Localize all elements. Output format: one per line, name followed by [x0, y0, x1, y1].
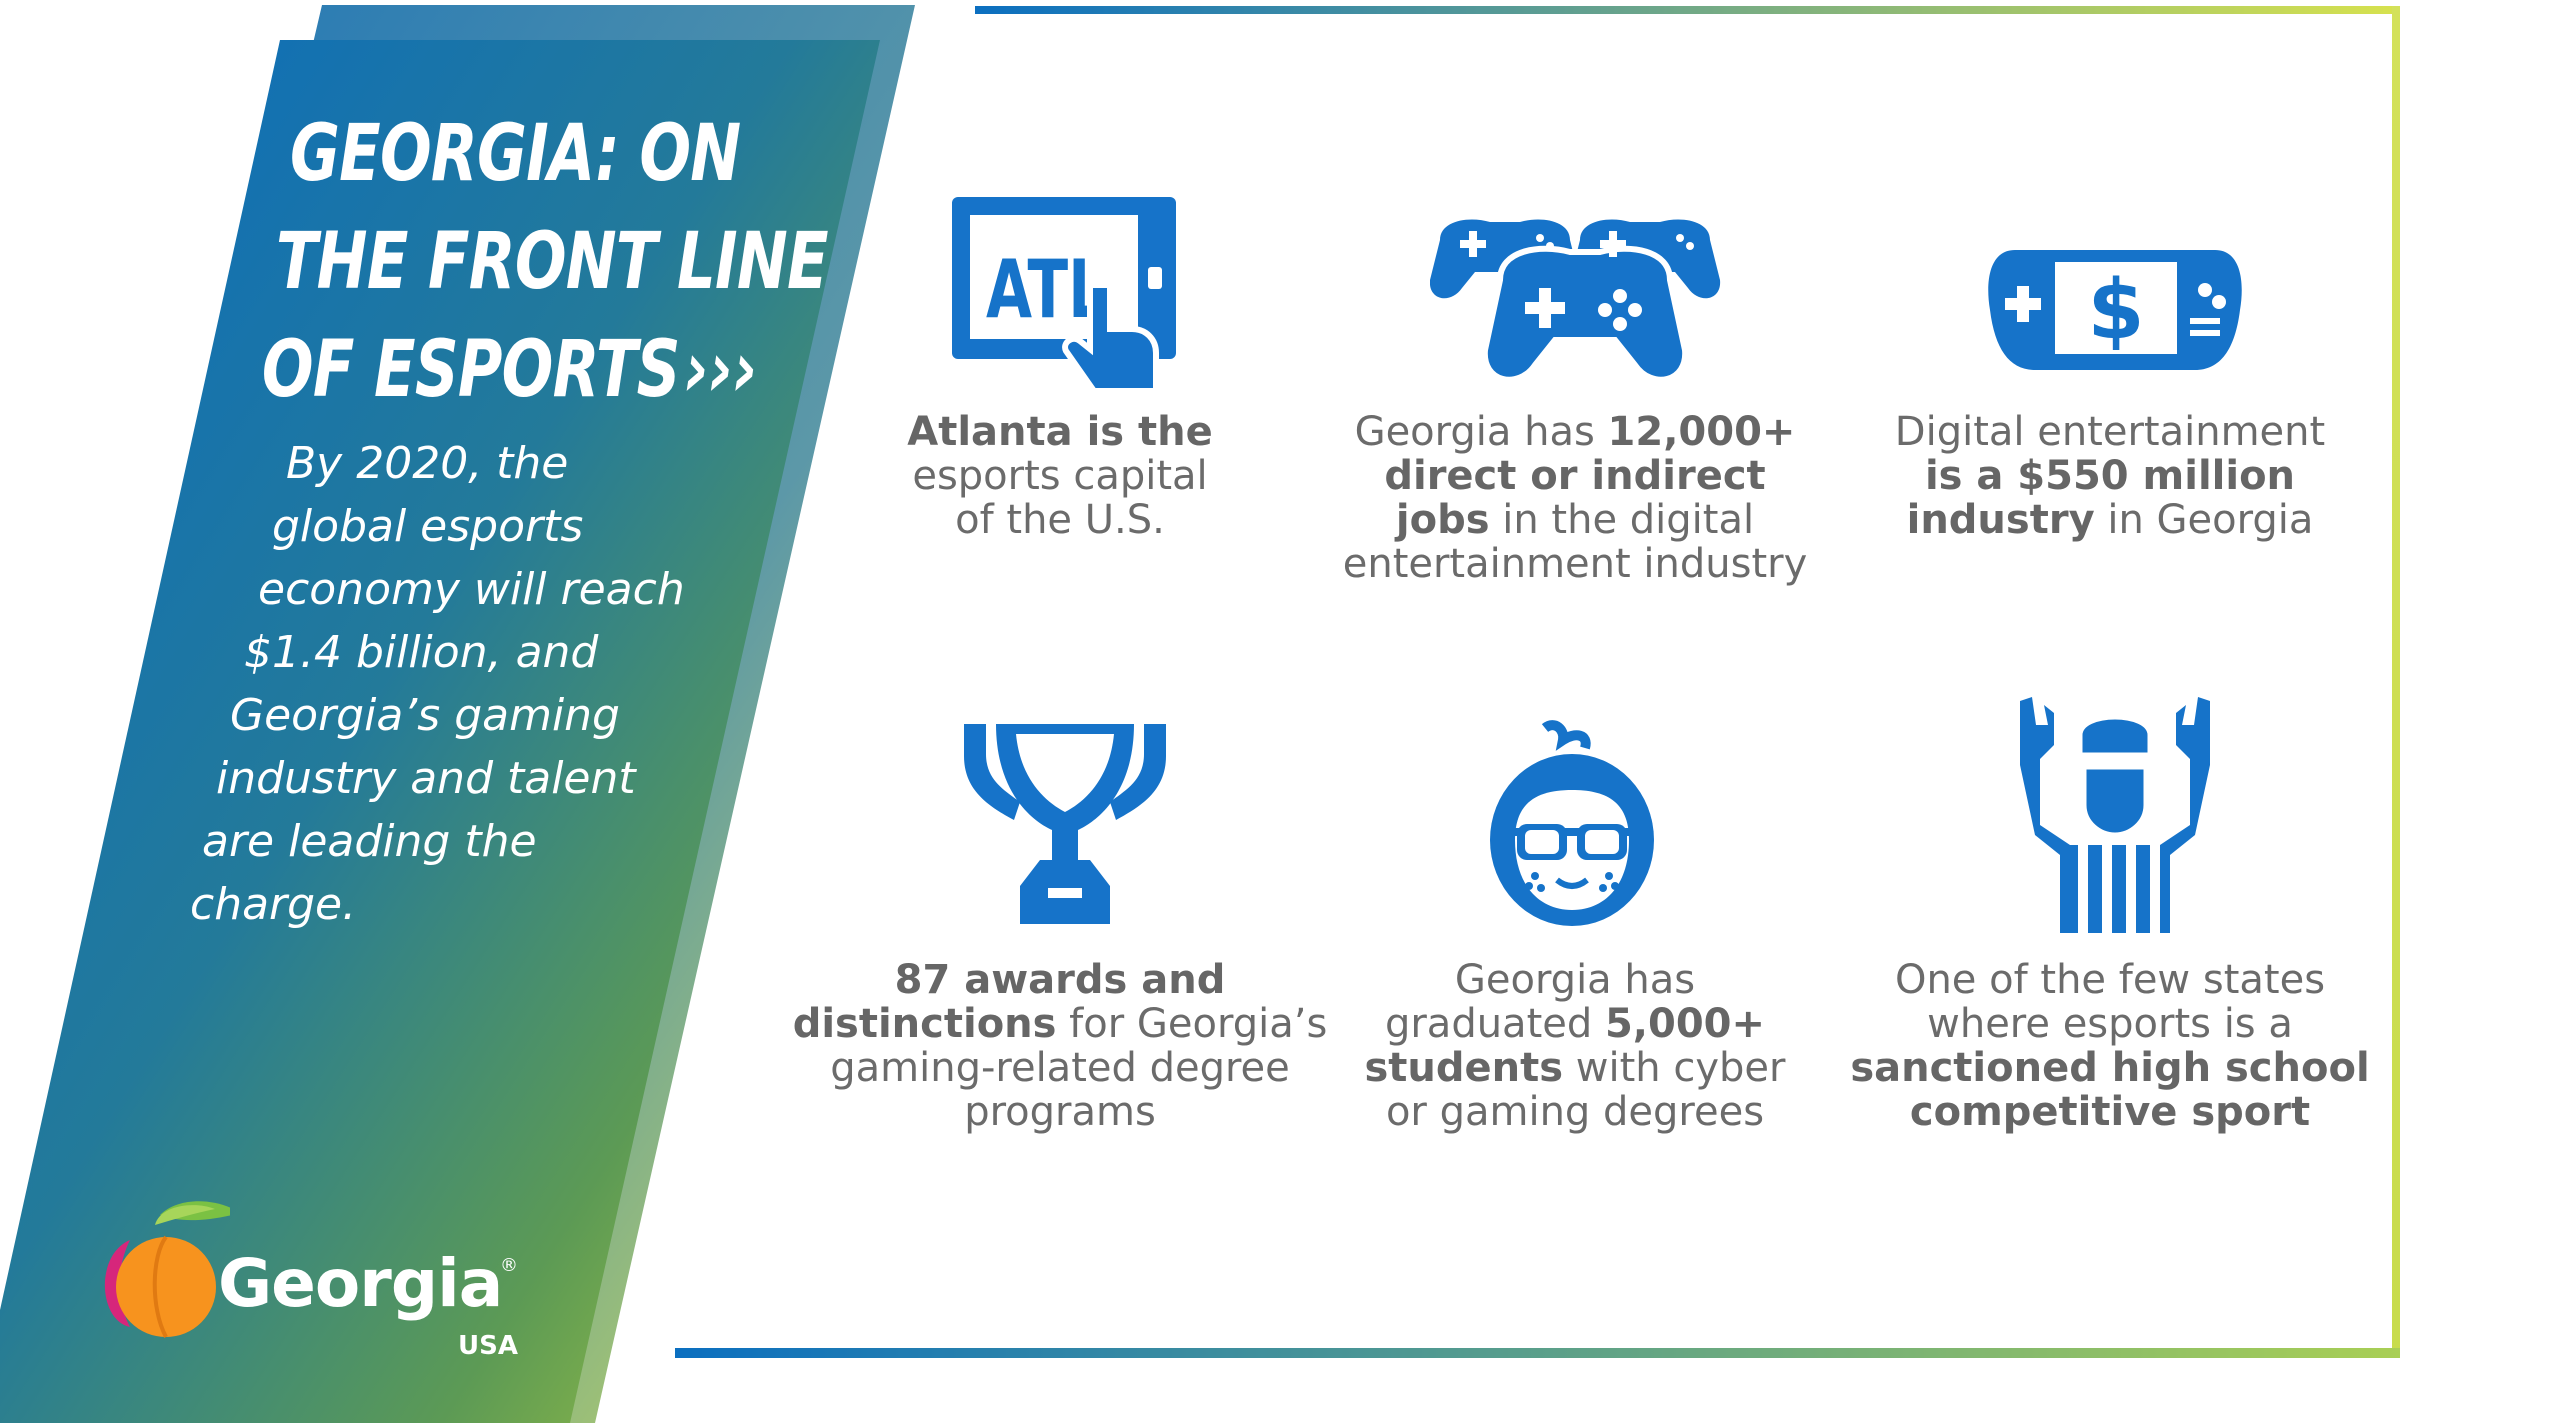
game-controllers-icon [1430, 219, 1721, 383]
stat-text: with cyber [1563, 1045, 1786, 1091]
trophy-icon [964, 724, 1166, 924]
stat-text: Georgia has [1454, 957, 1696, 1003]
stat-text: 5,000+ [1604, 1001, 1766, 1047]
stat-text: direct or indirect [1384, 453, 1766, 499]
stat-text: where esports is a [1927, 1001, 2293, 1047]
stat-text: of the U.S. [955, 497, 1165, 543]
title-line-3: OF ESPORTS [261, 325, 681, 415]
stat-text: students [1364, 1045, 1564, 1091]
stat-text: 87 awards and [894, 957, 1226, 1003]
stat-text: graduated [1384, 1001, 1605, 1047]
intro-line: charge. [190, 879, 357, 930]
stat-text: Digital entertainment [1894, 409, 2326, 455]
logo-registered-mark: ® [500, 1255, 518, 1276]
stat-high-school: One of the few states where esports is a… [1810, 958, 2410, 1134]
stat-text: entertainment industry [1342, 541, 1808, 587]
stat-text: Georgia has [1354, 409, 1608, 455]
title-line-2: THE FRONT LINE [275, 217, 829, 307]
stat-text: or gaming degrees [1385, 1089, 1765, 1135]
stat-text: is a $550 million [1924, 453, 2296, 499]
stat-text: distinctions [792, 1001, 1057, 1047]
stat-text: Atlanta is the [907, 409, 1213, 455]
stat-text: industry [1906, 497, 2095, 543]
intro-line: global esports [272, 501, 584, 552]
stat-text: for Georgia’s [1056, 1001, 1328, 1047]
handheld-dollar-icon: $ [1988, 250, 2242, 370]
intro-line: Georgia’s gaming [230, 690, 620, 741]
page-title: GEORGIA: ON THE FRONT LINE OF ESPORTS››› [262, 100, 829, 424]
atl-text: ATL [986, 243, 1106, 336]
title-line-1: GEORGIA: ON [290, 109, 741, 199]
stat-text: gaming-related degree [830, 1045, 1290, 1091]
logo-wordmark: Georgia [218, 1245, 503, 1322]
stat-awards: 87 awards and distinctions for Georgia’s… [760, 958, 1360, 1134]
stat-text: programs [964, 1089, 1156, 1135]
intro-line: are leading the [202, 816, 537, 867]
stat-text: sanctioned high school [1850, 1045, 2370, 1091]
stat-atlanta-capital: Atlanta is the esports capital of the U.… [760, 410, 1360, 542]
intro-line: economy will reach [258, 564, 685, 615]
intro-line: $1.4 billion, and [244, 627, 599, 678]
atl-tablet-icon: ATL [952, 197, 1176, 394]
stat-text: in Georgia [2094, 497, 2314, 543]
referee-icon [2020, 697, 2210, 933]
gamer-face-icon [1490, 720, 1654, 926]
peach-icon [104, 1201, 230, 1338]
stat-text: in the digital [1489, 497, 1755, 543]
stat-graduates: Georgia has graduated 5,000+ students wi… [1275, 958, 1875, 1134]
stat-industry-value: Digital entertainment is a $550 million … [1810, 410, 2410, 542]
intro-line: industry and talent [216, 753, 636, 804]
dollar-symbol: $ [2087, 263, 2144, 358]
stat-jobs: Georgia has 12,000+ direct or indirect j… [1275, 410, 1875, 586]
georgia-usa-logo: Georgia ® USA [100, 1195, 550, 1375]
stat-text: competitive sport [1909, 1089, 2311, 1135]
stat-text: esports capital [912, 453, 1208, 499]
chevrons-decoration: ››› [684, 325, 758, 415]
intro-paragraph: By 2020, the global esports economy will… [190, 432, 750, 936]
stat-text: jobs [1395, 497, 1490, 543]
stat-text: 12,000+ [1607, 409, 1796, 455]
stat-text: One of the few states [1894, 957, 2326, 1003]
intro-line: By 2020, the [286, 438, 569, 489]
logo-usa: USA [458, 1331, 518, 1361]
